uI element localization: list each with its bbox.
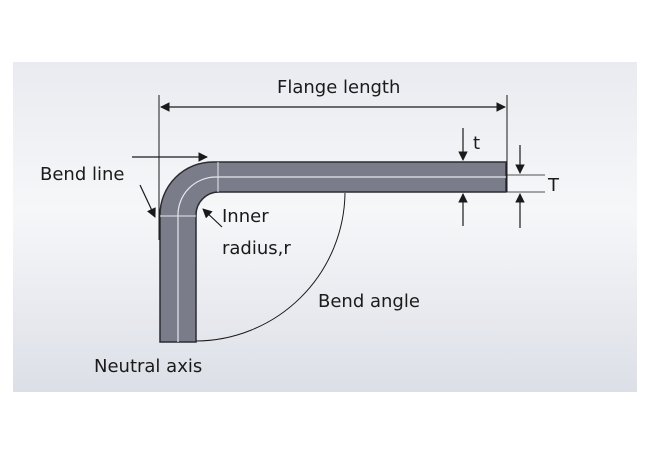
flange-length-label: Flange length <box>277 77 400 98</box>
background-panel <box>13 62 637 392</box>
bend-angle-arc <box>195 192 346 342</box>
bend-angle-label: Bend angle <box>318 291 420 312</box>
sheet-metal-part <box>159 161 507 343</box>
inner-radius-pointer <box>202 208 223 228</box>
T-thickness-label: T <box>547 175 560 196</box>
inner-label: Inner <box>222 206 269 227</box>
bend-line-pointer <box>139 184 156 218</box>
bend-line-label: Bend line <box>40 164 124 185</box>
neutral-axis-label: Neutral axis <box>94 356 202 377</box>
neutral-axis-line <box>177 176 506 342</box>
radius-label: radius,r <box>222 238 291 259</box>
t-thickness-label: t <box>473 133 480 154</box>
